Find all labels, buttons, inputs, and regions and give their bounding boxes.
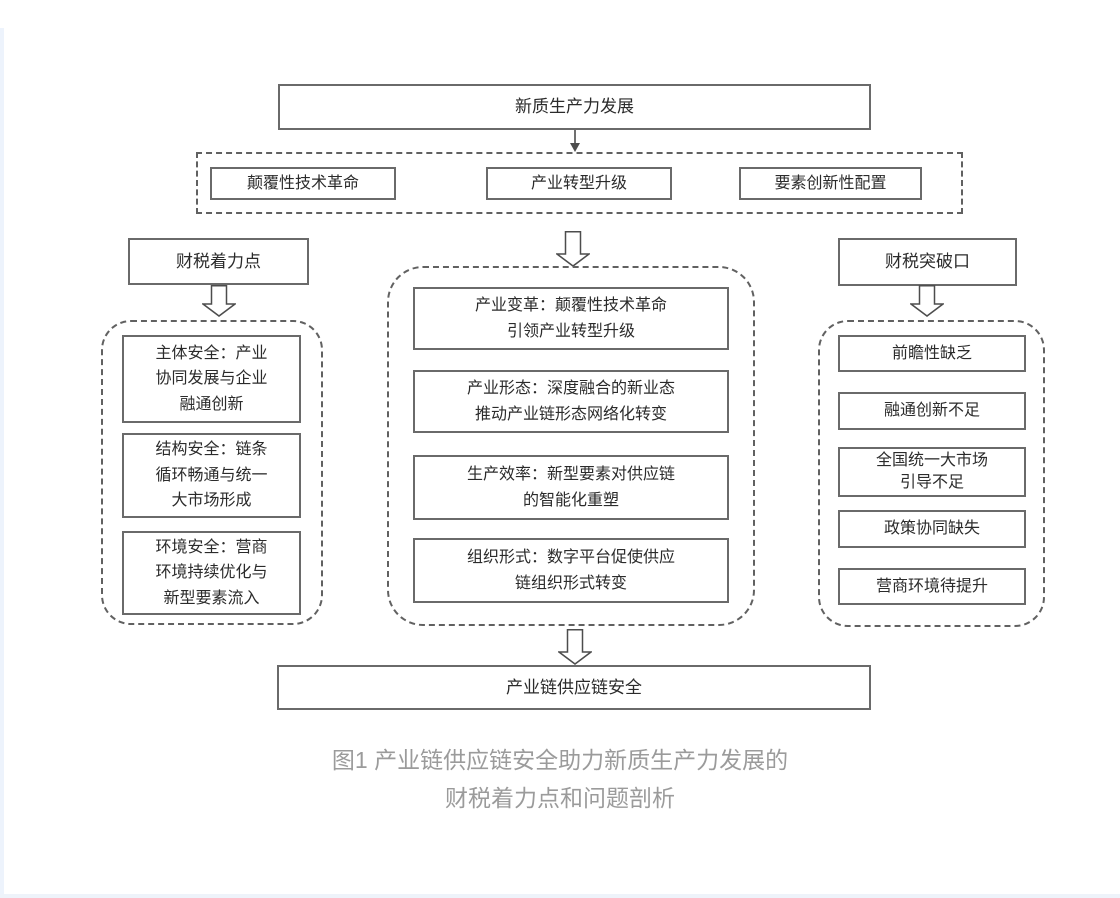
node-insufficient-unified-market-guidance: 全国统一大市场 引导不足 bbox=[838, 447, 1026, 497]
node-industrial-transformation-upgrade: 产业转型升级 bbox=[486, 167, 672, 200]
left-items-group bbox=[101, 320, 323, 625]
node-fiscal-tax-focus-points: 财税着力点 bbox=[128, 238, 309, 285]
node-entity-security: 主体安全：产业 协同发展与企业 融通创新 bbox=[122, 335, 301, 423]
node-industrial-supply-chain-security: 产业链供应链安全 bbox=[277, 665, 871, 710]
figure-caption-line2: 财税着力点和问题剖析 bbox=[445, 785, 675, 811]
node-environment-security: 环境安全：营商 环境持续优化与 新型要素流入 bbox=[122, 531, 301, 615]
block-down-arrow-icon bbox=[202, 285, 236, 317]
node-structural-security: 结构安全：链条 循环畅通与统一 大市场形成 bbox=[122, 433, 301, 518]
node-production-efficiency: 生产效率：新型要素对供应链 的智能化重塑 bbox=[413, 455, 729, 520]
figure-caption: 图1 产业链供应链安全助力新质生产力发展的 财税着力点和问题剖析 bbox=[0, 741, 1120, 817]
down-arrow-icon bbox=[570, 130, 580, 152]
block-down-arrow-icon bbox=[558, 629, 592, 665]
node-lack-of-foresight: 前瞻性缺乏 bbox=[838, 335, 1026, 372]
node-innovative-factor-allocation: 要素创新性配置 bbox=[739, 167, 922, 200]
drivers-group bbox=[196, 152, 963, 214]
node-industrial-change: 产业变革：颠覆性技术革命 引领产业转型升级 bbox=[413, 287, 729, 350]
figure-caption-line1: 图1 产业链供应链安全助力新质生产力发展的 bbox=[331, 747, 789, 773]
block-down-arrow-icon bbox=[556, 231, 590, 267]
page-left-edge-tint bbox=[0, 28, 4, 898]
node-new-quality-productivity: 新质生产力发展 bbox=[278, 84, 871, 130]
page-bottom-edge-tint bbox=[0, 894, 1120, 898]
node-disruptive-tech-revolution: 颠覆性技术革命 bbox=[210, 167, 396, 200]
node-industrial-form: 产业形态：深度融合的新业态 推动产业链形态网络化转变 bbox=[413, 370, 729, 433]
node-missing-policy-coordination: 政策协同缺失 bbox=[838, 510, 1026, 548]
node-organizational-form: 组织形式：数字平台促使供应 链组织形式转变 bbox=[413, 538, 729, 603]
node-insufficient-integrated-innovation: 融通创新不足 bbox=[838, 392, 1026, 430]
block-down-arrow-icon bbox=[910, 285, 944, 317]
node-fiscal-tax-breakthrough-points: 财税突破口 bbox=[838, 238, 1017, 286]
center-items-group bbox=[387, 266, 755, 626]
right-items-group bbox=[818, 320, 1045, 627]
node-business-environment-improvement: 营商环境待提升 bbox=[838, 568, 1026, 605]
